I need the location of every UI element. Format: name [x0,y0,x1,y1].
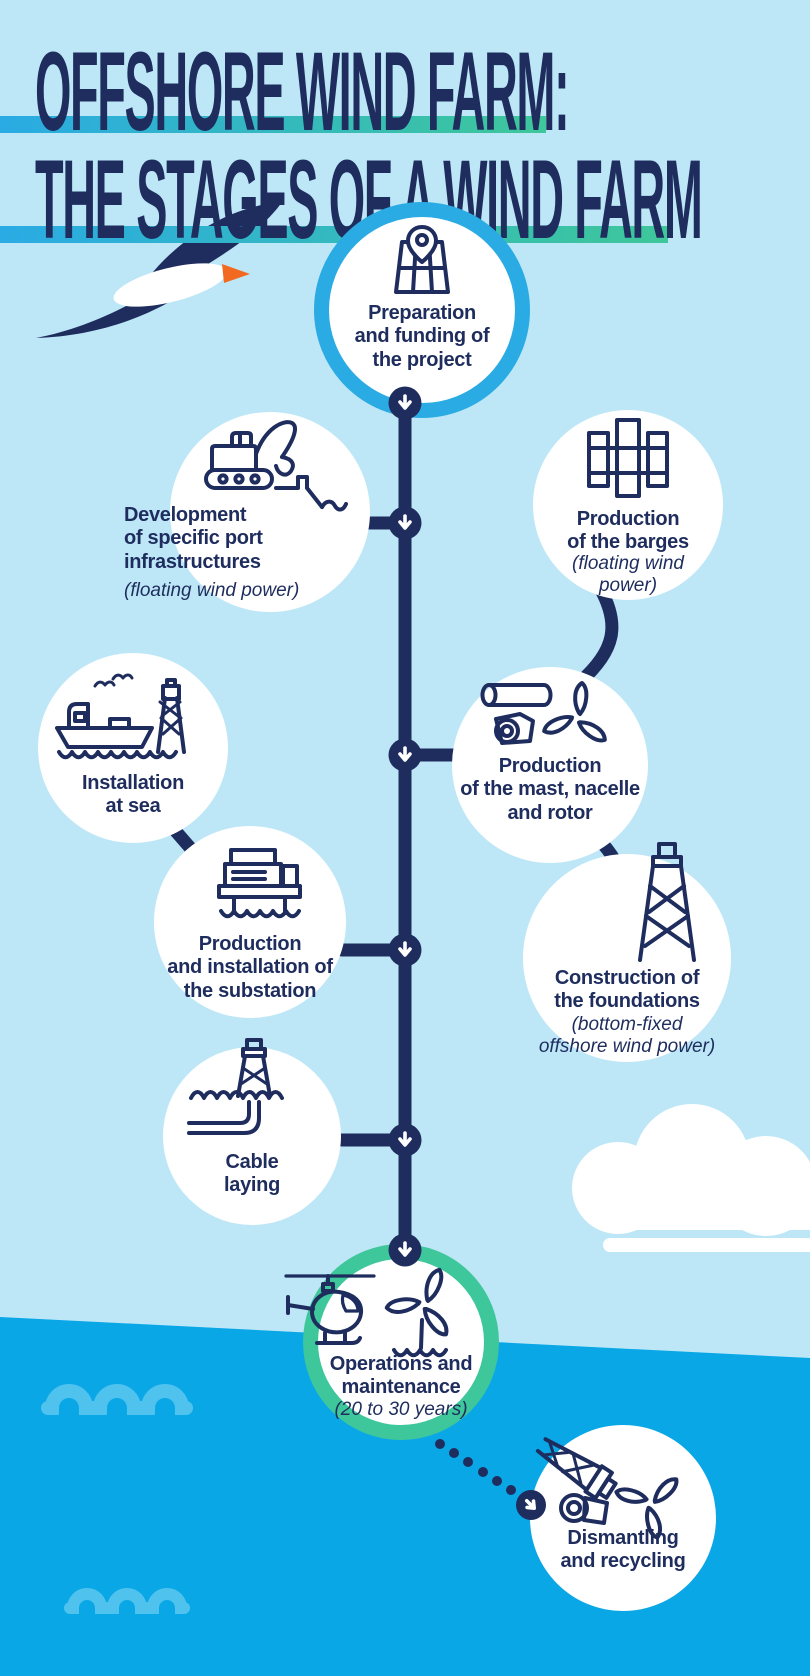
barge-icon [587,418,669,498]
dismantled-turbine-icon [535,1437,679,1540]
cable-laying-icon [187,1038,284,1135]
stage-sublabel: (floating wind power) [124,580,300,601]
stage-installation-at-sea: Installation at sea [38,653,228,843]
substation-icon [217,848,302,919]
stage-label: Production and installation of the subst… [167,933,333,1002]
stage-mast-nacelle-rotor: Production of the mast, nacelle and roto… [452,667,648,863]
arrow-down-icon [388,933,422,967]
stage-label: Construction of the foundations [554,967,700,1013]
stage-label: Operations and maintenance [329,1353,473,1399]
stage-label: Development of specific port infrastruct… [124,504,263,573]
stage-label: Production of the mast, nacelle and roto… [460,755,640,824]
stage-foundations: Construction of the foundations (bottom-… [523,842,731,1062]
page-title-line1: OFFSHORE WIND FARM: [35,29,570,155]
stage-dismantling: Dismantling and recycling [530,1425,716,1611]
stage-label: Dismantling and recycling [560,1527,686,1573]
stage-label: Cable laying [224,1151,280,1197]
stage-operations: Operations and maintenance (20 to 30 yea… [284,1244,499,1440]
wave-icon [41,1384,193,1614]
lattice-tower-icon [638,842,696,962]
dotted-connector [435,1439,516,1495]
arrow-down-icon [388,506,422,540]
stage-circle [170,412,370,612]
arrow-down-icon [388,738,422,772]
stage-cable-laying: Cable laying [163,1038,341,1225]
stage-preparation: Preparation and funding of the project [314,202,530,418]
map-pin-icon [394,225,450,294]
arrow-down-icon [388,1123,422,1157]
stage-sublabel: (20 to 30 years) [334,1399,468,1420]
stage-port-infrastructures: Development of specific port infrastruct… [124,412,370,612]
excavator-icon [204,420,348,512]
stage-label: Installation at sea [82,772,184,818]
turbine-parts-icon [480,681,607,745]
stage-barge-production: Production of the barges (floating wind … [533,410,723,600]
helicopter-turbine-icon [284,1267,449,1358]
stage-label: Production of the barges [567,508,689,554]
title-underline-1 [0,116,546,133]
stage-sublabel: (floating wind power) [572,553,684,596]
stage-substation: Production and installation of the subst… [154,826,346,1018]
stage-label: Preparation and funding of the project [354,302,490,371]
stage-sublabel: (bottom-fixed offshore wind power) [538,1014,716,1057]
stage-circle [533,410,723,600]
cloud-illustration [572,1104,810,1252]
ship-tower-icon [55,673,186,760]
